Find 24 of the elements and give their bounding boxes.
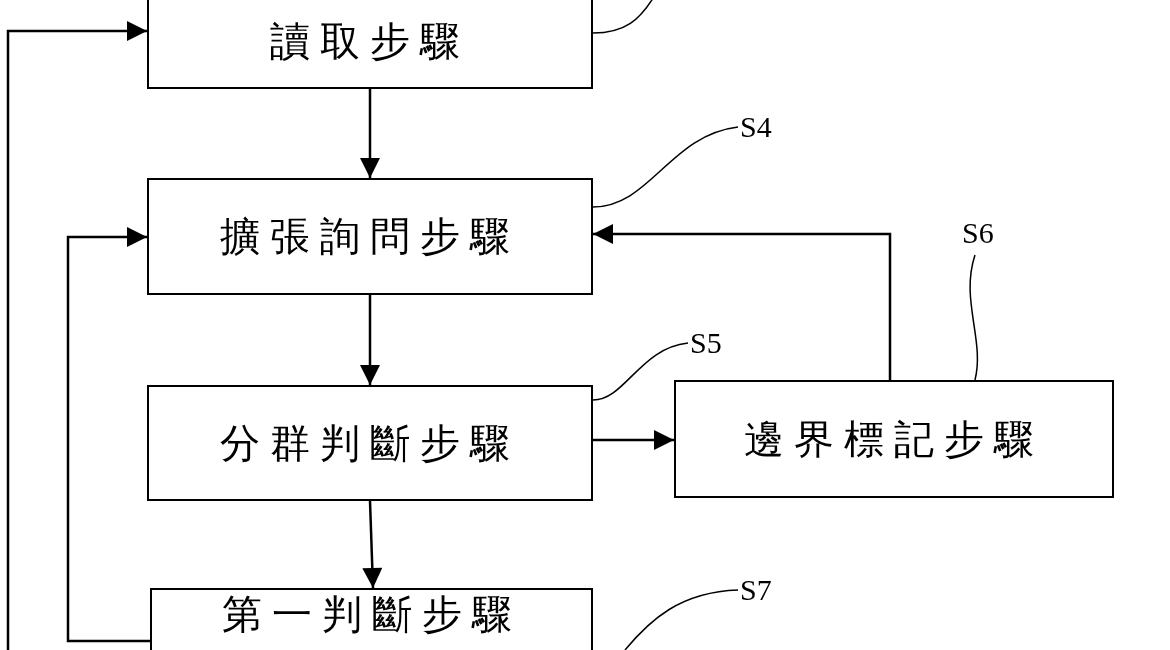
callout-number: S5 [690, 328, 722, 358]
arrow [593, 224, 892, 380]
arrow [362, 500, 383, 589]
process-box [674, 380, 1114, 498]
leader-line [592, 126, 739, 208]
arrow [593, 430, 674, 450]
callout-number: S4 [740, 112, 772, 142]
step-label: 讀取步驟 [270, 17, 470, 66]
process-box [147, 0, 593, 89]
callout-number: S7 [740, 575, 772, 605]
step-label: 邊界標記步驟 [744, 414, 1044, 464]
arrow [360, 295, 380, 385]
leader-line [969, 254, 979, 381]
step-label: 第一判斷步驟 [221, 592, 522, 636]
process-box [147, 178, 593, 295]
arrow [360, 89, 380, 178]
step-label: 分群判斷步驟 [220, 418, 520, 468]
arrow [66, 227, 150, 643]
process-box [147, 385, 593, 501]
leader-line [624, 589, 739, 650]
arrow [6, 21, 147, 650]
leader-line [592, 342, 689, 401]
callout-number: S6 [962, 218, 994, 248]
step-label: 擴張詢問步驟 [220, 212, 520, 261]
